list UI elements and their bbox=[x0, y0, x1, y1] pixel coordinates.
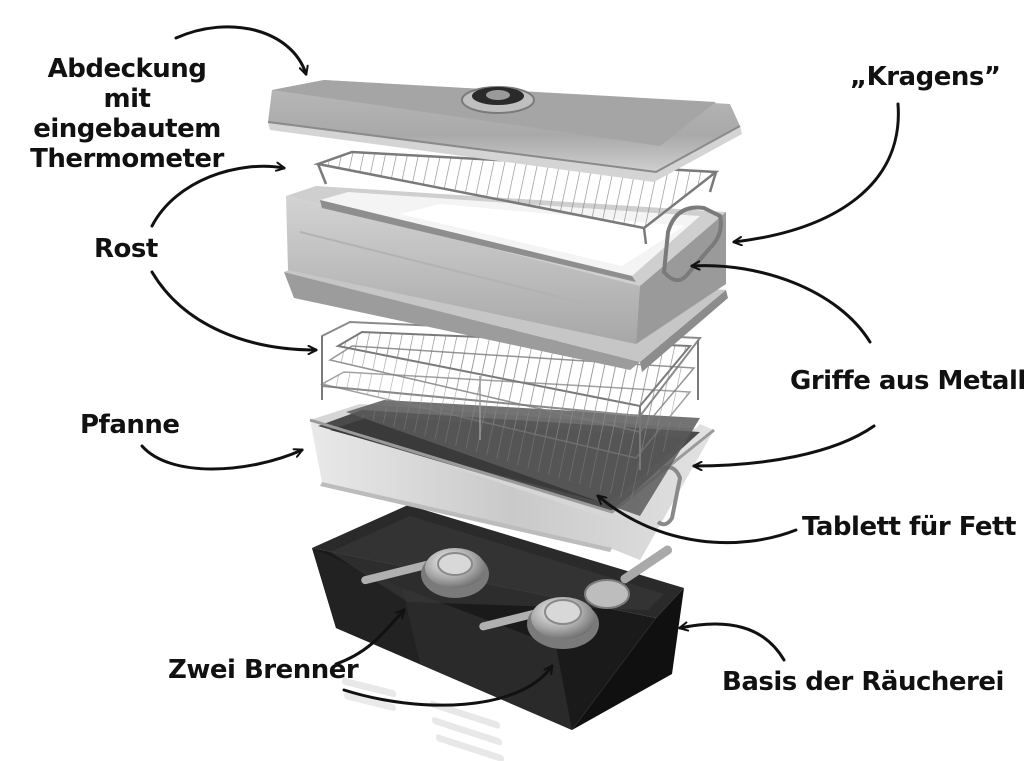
burner-right bbox=[479, 597, 599, 649]
label-grill: Rost bbox=[94, 234, 158, 264]
callout-arrows bbox=[140, 25, 900, 707]
thermometer-icon bbox=[461, 86, 535, 114]
burner-left bbox=[361, 548, 489, 598]
arrow-grill-lower bbox=[150, 270, 316, 350]
base-vents bbox=[342, 677, 504, 761]
label-base: Basis der Räucherei bbox=[722, 667, 1004, 697]
grill-rack-lower bbox=[319, 320, 702, 470]
arrow-collar bbox=[734, 102, 900, 242]
lid bbox=[267, 80, 742, 182]
arrow-griffe-lower bbox=[694, 424, 876, 466]
arrow-pan bbox=[140, 444, 302, 471]
label-cover-line2: mit eingebautem bbox=[33, 84, 221, 144]
arrow-handles bbox=[692, 266, 872, 344]
label-cover: Abdeckung mit eingebautem Thermometer bbox=[22, 54, 232, 174]
label-pan: Pfanne bbox=[80, 410, 180, 440]
arrow-base bbox=[680, 624, 786, 662]
label-drip-tray: Tablett für Fett bbox=[802, 512, 1016, 542]
burner-tool bbox=[584, 545, 673, 609]
arrow-drip-tray bbox=[598, 496, 798, 545]
arrow-cover bbox=[174, 25, 306, 74]
label-cover-line1: Abdeckung bbox=[47, 54, 207, 84]
label-burners: Zwei Brenner bbox=[168, 655, 359, 685]
label-handles: Griffe aus Metall bbox=[790, 366, 1024, 396]
label-collar: „Kragens” bbox=[850, 62, 1001, 92]
arrow-burner-right bbox=[342, 666, 554, 707]
arrow-grill-upper bbox=[150, 166, 284, 228]
label-cover-line3: Thermometer bbox=[30, 144, 224, 174]
arrow-burner-left bbox=[334, 610, 404, 666]
